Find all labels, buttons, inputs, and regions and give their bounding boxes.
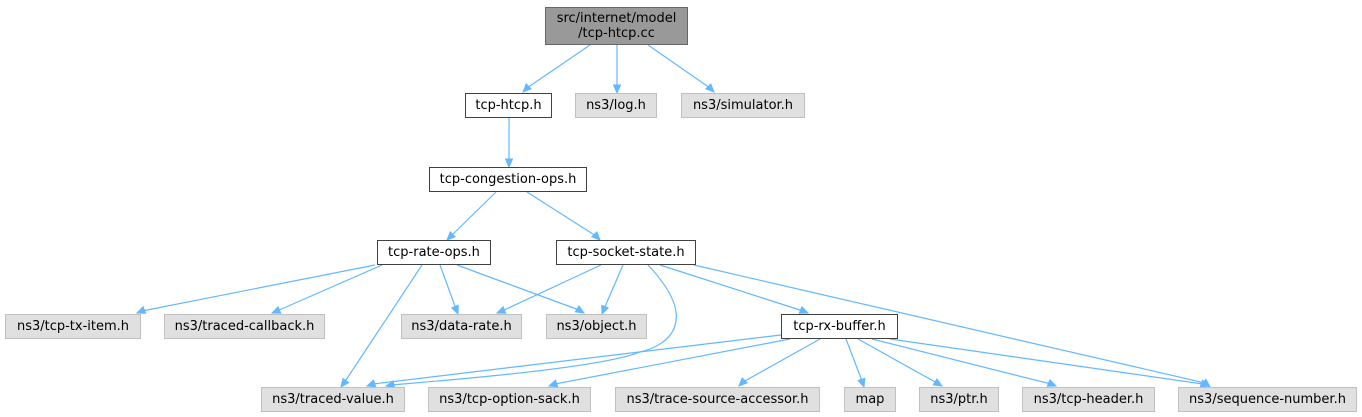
node-tcp-congestion-ops-h[interactable]: tcp-congestion-ops.h bbox=[429, 167, 587, 192]
arrowhead-root-to-tcp-htcp bbox=[522, 82, 533, 93]
edge-rate-to-txitem bbox=[141, 264, 376, 312]
arrowhead-sock-to-rxbuf bbox=[798, 305, 810, 314]
node-ns3-traced-value-h[interactable]: ns3/traced-value.h bbox=[261, 387, 405, 412]
root-label-line2: /tcp-htcp.cc bbox=[578, 26, 655, 41]
arrowhead-rxbuf-to-thdr bbox=[1046, 378, 1058, 387]
arrowhead-rate-to-txitem bbox=[135, 305, 147, 314]
node-ns3-tcp-option-sack-h[interactable]: ns3/tcp-option-sack.h bbox=[428, 387, 591, 412]
node-tcp-htcp-h[interactable]: tcp-htcp.h bbox=[465, 93, 552, 118]
edge-cong-to-rate bbox=[450, 191, 497, 237]
node-ns3-tcp-tx-item-h[interactable]: ns3/tcp-tx-item.h bbox=[5, 314, 141, 339]
arrowhead-root-to-log bbox=[612, 84, 622, 95]
node-tcp-rate-ops-h[interactable]: tcp-rate-ops.h bbox=[377, 240, 491, 265]
edge-rate-to-drate bbox=[439, 264, 457, 310]
arrowhead-rate-to-tcb bbox=[270, 305, 282, 314]
arrowhead-rxbuf-to-sack bbox=[547, 379, 559, 388]
arrowhead-sock-to-obj bbox=[601, 304, 610, 316]
edge-rate-to-tval bbox=[343, 264, 423, 384]
edge-rate-to-obj bbox=[456, 264, 580, 311]
edge-rxbuf-to-seq bbox=[889, 338, 1204, 385]
arrowhead-sock-to-tval bbox=[384, 380, 396, 389]
node-ns3-tcp-header-h[interactable]: ns3/tcp-header.h bbox=[1022, 387, 1155, 412]
edge-sock-to-rxbuf bbox=[659, 264, 804, 312]
arrowhead-rxbuf-to-ptr bbox=[932, 377, 944, 387]
include-edges bbox=[135, 44, 1211, 389]
arrowhead-rxbuf-to-tval bbox=[365, 379, 377, 388]
arrowhead-rate-to-drate bbox=[450, 304, 459, 316]
node-ns3-traced-callback-h[interactable]: ns3/traced-callback.h bbox=[164, 314, 325, 339]
node-ns3-log-h[interactable]: ns3/log.h bbox=[575, 93, 657, 118]
edge-sock-to-seq bbox=[693, 264, 1206, 384]
node-ns3-data-rate-h[interactable]: ns3/data-rate.h bbox=[401, 314, 522, 339]
edge-rxbuf-to-ptr bbox=[857, 338, 938, 384]
edge-sock-to-drate bbox=[501, 264, 602, 312]
node-ns3-ptr-h[interactable]: ns3/ptr.h bbox=[919, 387, 999, 412]
arrowhead-rate-to-tval bbox=[340, 377, 350, 388]
arrowhead-cong-to-rate bbox=[446, 230, 457, 241]
node-tcp-rx-buffer-h[interactable]: tcp-rx-buffer.h bbox=[781, 314, 898, 339]
edge-rxbuf-to-sack bbox=[554, 338, 791, 385]
arrowhead-rxbuf-to-seq bbox=[1199, 379, 1211, 388]
node-ns3-object-h[interactable]: ns3/object.h bbox=[546, 314, 647, 339]
node-ns3-sequence-number-h[interactable]: ns3/sequence-number.h bbox=[1178, 387, 1357, 412]
arrowhead-rxbuf-to-map bbox=[857, 377, 866, 389]
node-ns3-trace-source-accessor-h[interactable]: ns3/trace-source-accessor.h bbox=[615, 387, 820, 412]
node-map[interactable]: map bbox=[844, 387, 896, 412]
edge-rxbuf-to-tsa bbox=[742, 338, 821, 383]
arrowhead-tcp-htcp-to-cong bbox=[504, 158, 514, 169]
edge-rate-to-tcb bbox=[276, 264, 383, 312]
node-tcp-socket-state-h[interactable]: tcp-socket-state.h bbox=[556, 240, 696, 265]
edge-rxbuf-to-map bbox=[845, 338, 863, 382]
root-label-line1: src/internet/model bbox=[556, 11, 677, 26]
arrowhead-cong-to-sock bbox=[590, 230, 601, 241]
node-root-tcp-htcp-cc[interactable]: src/internet/model /tcp-htcp.cc bbox=[545, 7, 688, 45]
arrowhead-rate-to-obj bbox=[574, 304, 586, 314]
edge-root-to-tcp-htcp bbox=[526, 44, 591, 89]
edge-rxbuf-to-tval bbox=[372, 334, 782, 385]
arrowhead-root-to-simulator bbox=[704, 82, 715, 93]
edge-rxbuf-to-thdr bbox=[871, 338, 1052, 385]
arrowhead-sock-to-drate bbox=[495, 305, 507, 314]
edge-root-to-simulator bbox=[647, 44, 711, 89]
node-ns3-simulator-h[interactable]: ns3/simulator.h bbox=[681, 93, 805, 118]
edge-cong-to-sock bbox=[526, 191, 597, 237]
edge-sock-to-tval bbox=[390, 264, 677, 386]
arrowhead-rxbuf-to-tsa bbox=[738, 376, 749, 387]
edge-sock-to-obj bbox=[603, 264, 624, 310]
